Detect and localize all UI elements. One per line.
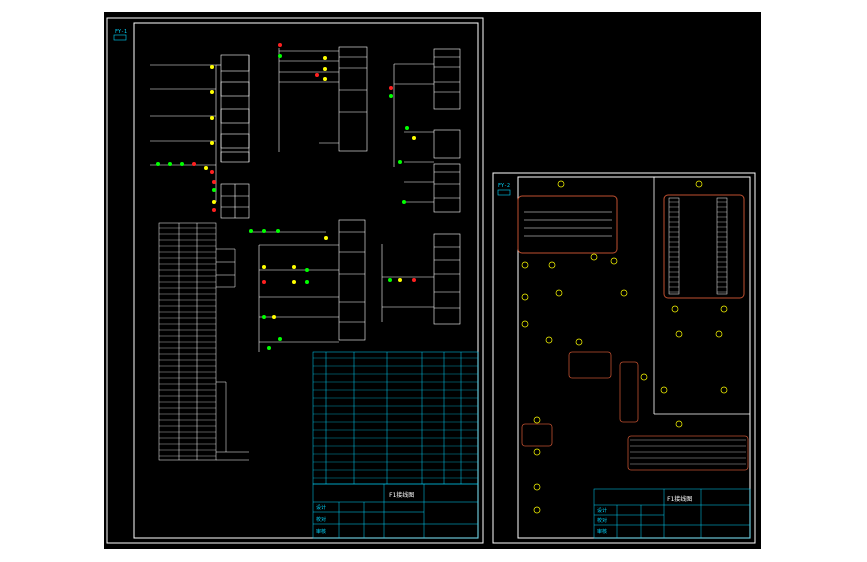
schematic-drawing: FY-1 [106, 17, 756, 544]
title-block-right-drawing-no: F1接线图 [667, 495, 692, 503]
sheet-left: FY-1 [106, 17, 484, 544]
terminal-strip-table [158, 222, 249, 461]
relay-ladder-left [150, 54, 250, 202]
rung-3 [150, 108, 250, 124]
title-block-left-drawing-no: F1接线图 [389, 491, 414, 499]
title-block-right-row-2: 校对 [597, 517, 607, 524]
cad-canvas[interactable]: FY-1 [104, 12, 761, 549]
sheet-right-outer-frame [492, 172, 756, 544]
component-markers [521, 180, 728, 514]
relay-block-middle-right [381, 233, 461, 325]
relay-ladder-left-small-box [220, 183, 250, 219]
title-block-right [593, 488, 751, 539]
title-block-left-row-1: 设计 [316, 504, 326, 511]
rung-5 [150, 151, 250, 166]
wiring-detail [159, 201, 746, 479]
title-block-right-row-1: 设计 [597, 507, 607, 514]
sheet-left-corner-mark [113, 34, 127, 41]
sheet-right-inner-frame [517, 176, 751, 539]
rung-1 [150, 54, 250, 72]
relay-ladder-left-terminals [156, 65, 216, 212]
panel-top-left [517, 195, 618, 254]
panel-top-right-grid [668, 197, 728, 295]
sheet-left-corner-tag: FY-1 [115, 29, 127, 35]
rung-4 [150, 133, 250, 149]
sheet-right: FY-2 [492, 172, 756, 544]
contactor-circuit-middle [249, 219, 366, 352]
relay-block-right-terminals [389, 86, 416, 204]
revision-table [312, 351, 479, 485]
sheet-left-outer-frame [106, 17, 484, 544]
sheet-right-corner-mark [497, 189, 511, 196]
sheet-right-corner-tag: FY-2 [498, 183, 510, 189]
relay-block-right [393, 48, 461, 213]
title-block-right-row-3: 审核 [597, 528, 607, 535]
title-block-left-row-3: 审核 [316, 528, 326, 535]
title-block-left-row-2: 校对 [316, 516, 326, 523]
title-block-left [312, 483, 479, 539]
relay-block-middle-right-terminals [388, 278, 416, 282]
relay-contacts-center-terminals [278, 43, 327, 81]
panel-top-right [663, 194, 745, 299]
sheet-left-inner-frame [133, 22, 479, 539]
component-groups [521, 351, 749, 471]
relay-contacts-center [278, 46, 368, 152]
rung-2 [150, 81, 250, 97]
contactor-circuit-middle-terminals [249, 229, 328, 350]
panel-top-left-grid [524, 211, 612, 237]
